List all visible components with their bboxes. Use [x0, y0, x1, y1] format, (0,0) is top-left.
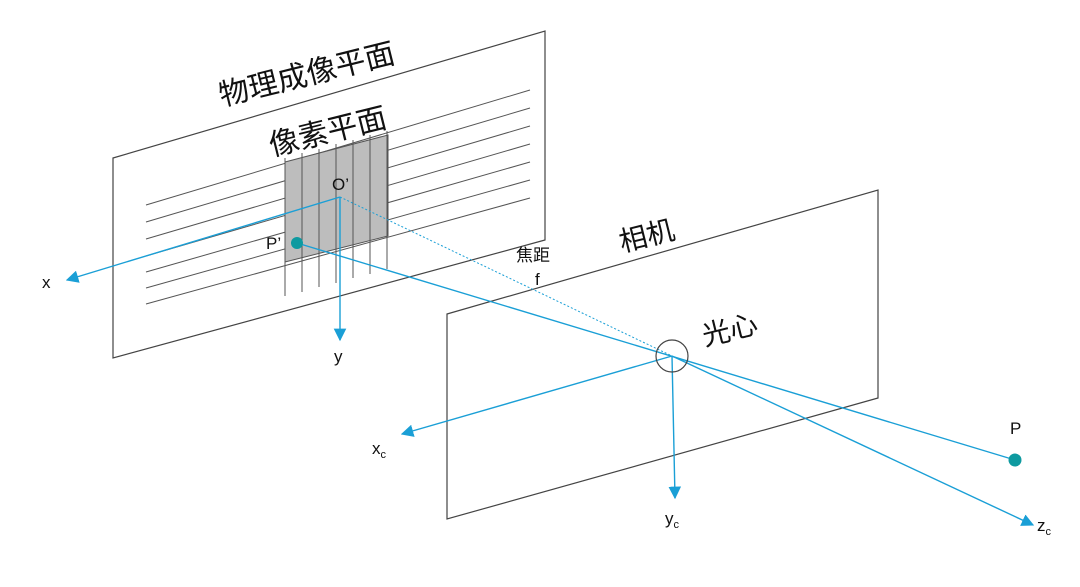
axis-x-label: x	[42, 273, 51, 292]
origin-label: O’	[332, 175, 349, 194]
pixel-grid	[284, 131, 388, 296]
camera-plane	[446, 189, 879, 520]
point-world-label: P	[1010, 419, 1021, 438]
axis-yc-sub: c	[674, 519, 680, 531]
axis-zc-label: zc	[1037, 516, 1052, 538]
projection-ray	[296, 242, 1016, 461]
focal-length-label: 焦距	[516, 246, 550, 266]
axis-yc-label: yc	[665, 509, 680, 531]
axis-xc-main: x	[372, 439, 381, 458]
axis-zc-arrow	[671, 355, 1035, 526]
focal-length-line	[339, 196, 673, 357]
axis-x-arrow	[65, 196, 341, 283]
focal-symbol-label: f	[535, 270, 540, 289]
axis-zc-main: z	[1037, 516, 1046, 535]
axis-xc-sub: c	[381, 449, 387, 461]
plane-line	[145, 89, 531, 206]
point-p-world	[1008, 453, 1022, 467]
axis-yc-main: y	[665, 509, 674, 528]
axis-zc-sub: c	[1046, 526, 1052, 538]
axis-xc-arrow	[400, 355, 673, 437]
point-p-image	[291, 237, 303, 249]
point-image-label: P’	[266, 234, 281, 253]
plane-line	[145, 197, 531, 305]
axis-yc-arrow	[668, 355, 682, 500]
optical-center-circle	[655, 339, 689, 373]
axis-xc-label: xc	[372, 439, 387, 461]
axis-y-label: y	[334, 347, 343, 366]
